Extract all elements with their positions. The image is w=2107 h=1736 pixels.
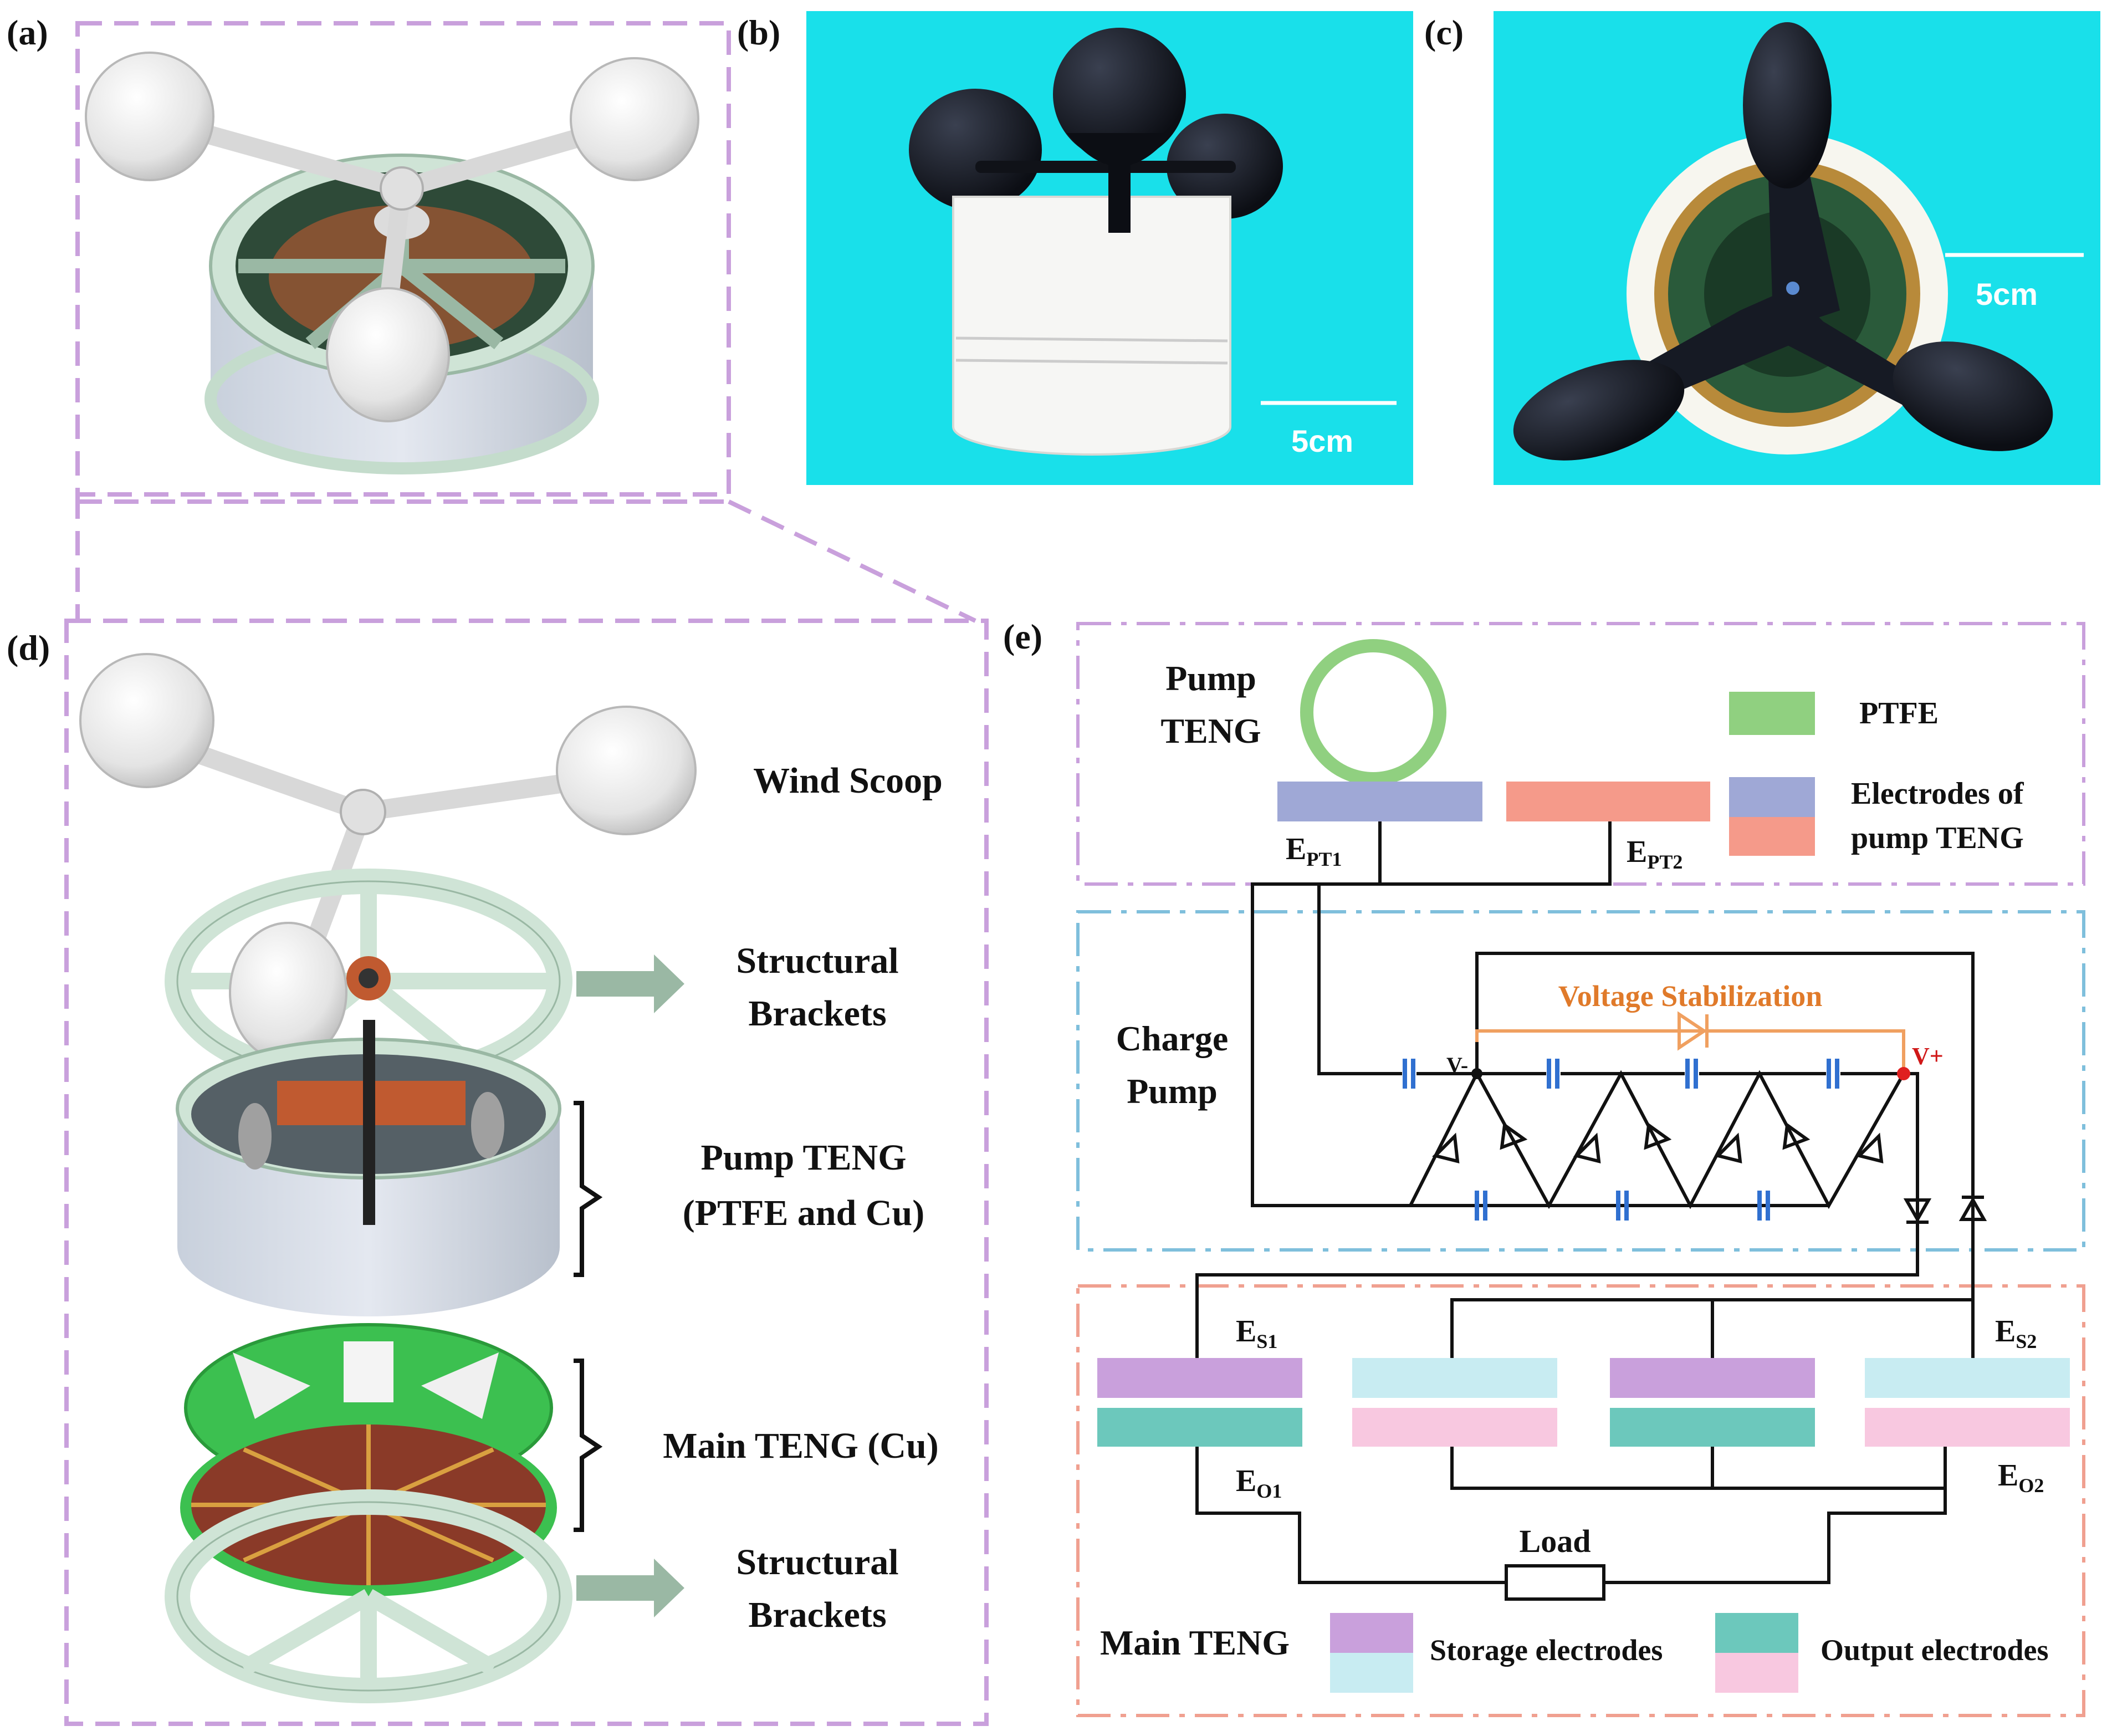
panel-e-circuit: Pump TENG EPT1 EPT2 PTFE Electrodes of p… [1076,622,2085,1717]
label-pump-teng-2: TENG [1160,711,1261,750]
legend-electrode-swatch [1729,777,1815,817]
scale-label-b: 5cm [1291,423,1353,458]
legend-electrodes-label-2: pump TENG [1851,821,2024,855]
node-v-plus [1897,1067,1910,1080]
label-load: Load [1520,1523,1591,1559]
label-v-minus: V- [1446,1053,1468,1078]
electrode-pt2 [1506,782,1710,821]
label-es1: ES1 [1236,1314,1277,1352]
voltage-stabilization-path [1475,1011,1905,1070]
panel-label-c: (c) [1424,13,1464,52]
panel-label-b: (b) [737,13,780,52]
label-es2: ES2 [1995,1314,2037,1352]
panel-b-photo-side: 5cm [806,11,1413,485]
label-charge-pump-2: Pump [1127,1071,1218,1111]
label-pump-teng-1: Pump TENG [700,1137,906,1178]
legend-storage-swatch [1330,1613,1413,1653]
scale-label-c: 5cm [1976,277,2038,312]
panel-label-e: (e) [1003,617,1042,656]
ptfe-ring [1300,639,1446,785]
legend-ptfe-swatch [1729,692,1815,735]
output-diodes [1903,1196,1987,1224]
panel-label-d: (d) [7,628,50,667]
white-housing [952,196,1231,456]
legend-ptfe-label: PTFE [1859,696,1939,731]
label-main-teng: Main TENG [1100,1623,1290,1662]
legend-electrodes-label-1: Electrodes of [1851,777,2024,811]
black-wind-cup [1053,28,1186,161]
arrow-right-icon [576,954,684,1013]
label-structural-bot-2: Brackets [748,1595,886,1635]
black-wind-cup [1893,341,2053,451]
capacitors [1403,1059,1839,1221]
panel-c-photo-top: 5cm [1494,11,2100,485]
wind-cup [85,52,214,181]
label-main-teng: Main TENG (Cu) [663,1426,939,1466]
label-structural-bot-1: Structural [736,1542,898,1582]
brace-icon [574,1359,603,1532]
exploded-main-teng [180,1323,557,1596]
legend-output-swatch [1715,1613,1798,1653]
load-resistor [1505,1564,1605,1601]
charge-pump-diodes [1432,1122,1884,1163]
panel-label-a: (a) [7,13,48,52]
arrow-right-icon [576,1559,684,1617]
node-v-minus [1471,1068,1482,1079]
panel-a-assembled-device [75,21,976,623]
black-wind-cup [909,89,1042,211]
brace-icon [574,1101,603,1277]
label-structural-top-2: Brackets [748,993,886,1034]
wind-cup [570,57,699,181]
label-eo1: EO1 [1236,1464,1282,1502]
main-teng-section [1076,1284,2085,1717]
label-pump-teng-1: Pump [1165,658,1256,698]
exploded-bottom-bracket [165,1489,572,1703]
black-wind-cup [1743,22,1832,188]
electrode-pt1 [1277,782,1482,821]
main-teng-electrodes [1097,1358,2070,1447]
label-pump-teng-2: (PTFE and Cu) [683,1193,924,1233]
wind-cup [326,287,450,422]
charge-pump-section [1076,910,2085,1252]
label-eo2: EO2 [1998,1458,2044,1497]
black-wind-cup [1513,360,1685,461]
panel-d-exploded-view: Wind Scoop Structural Brackets Pump TENG… [64,619,989,1726]
legend-output-label: Output electrodes [1820,1633,2048,1667]
exploded-pump-teng [176,1020,561,1316]
label-wind-scoop: Wind Scoop [753,760,943,801]
legend-storage-label: Storage electrodes [1430,1633,1663,1667]
label-voltage-stabilization: Voltage Stabilization [1558,979,1823,1013]
label-ept1: EPT1 [1286,832,1342,870]
label-charge-pump-1: Charge [1116,1019,1229,1058]
circuit-wires [1195,821,1975,1584]
label-v-plus: V+ [1912,1043,1944,1070]
label-structural-top-1: Structural [736,941,898,981]
label-ept2: EPT2 [1627,835,1682,873]
